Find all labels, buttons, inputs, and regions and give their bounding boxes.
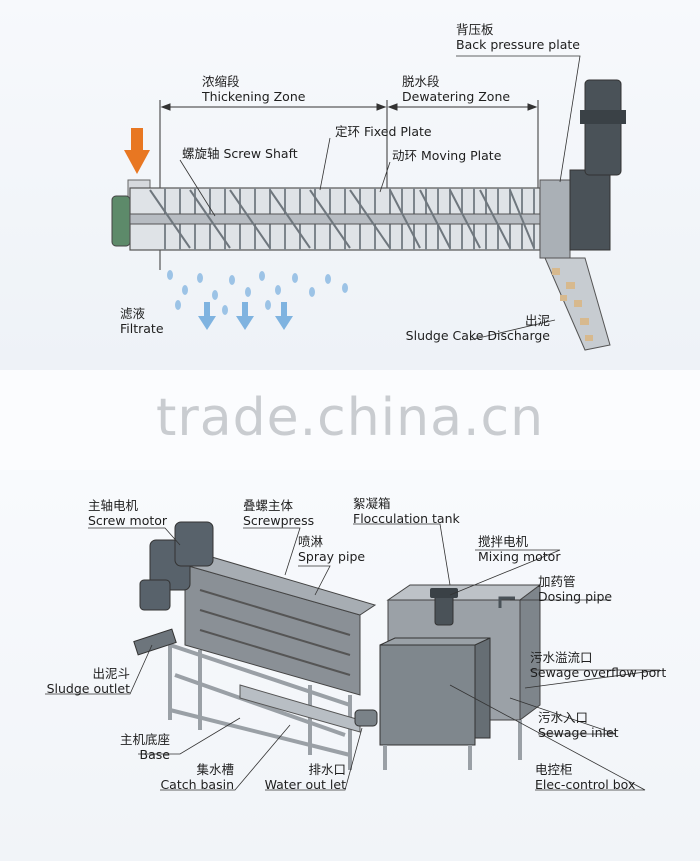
label-en: Sewage overflow port bbox=[530, 665, 666, 680]
label-screw-shaft: 螺旋轴 Screw Shaft bbox=[182, 146, 298, 161]
label-zh: 定环 bbox=[335, 124, 360, 139]
screw-shaft bbox=[130, 214, 540, 224]
filtrate-arrows bbox=[198, 302, 293, 330]
label-zh: 电控柜 bbox=[535, 762, 635, 777]
label-en: Spray pipe bbox=[298, 549, 365, 564]
label-en: Water out let bbox=[262, 777, 346, 792]
water-outlet bbox=[355, 710, 377, 726]
label-en: Back pressure plate bbox=[456, 37, 580, 52]
label-flocculation-tank: 絮凝箱 Flocculation tank bbox=[353, 496, 460, 526]
label-en: Catch basin bbox=[150, 777, 234, 792]
label-zh: 浓缩段 bbox=[202, 74, 305, 89]
label-zh: 出泥斗 bbox=[40, 666, 130, 681]
label-en: Sewage inlet bbox=[538, 725, 619, 740]
label-zh: 螺旋轴 bbox=[182, 146, 220, 161]
label-en: Sludge Cake Discharge bbox=[400, 328, 550, 343]
tank-top bbox=[388, 585, 540, 600]
label-mixing-motor: 搅拌电机 Mixing motor bbox=[478, 534, 560, 564]
watermark: trade.china.cn bbox=[0, 388, 700, 448]
label-en: Thickening Zone bbox=[202, 89, 305, 104]
filtrate-arrow-icon bbox=[236, 302, 254, 330]
label-en: Mixing motor bbox=[478, 549, 560, 564]
control-box-top bbox=[380, 638, 490, 645]
label-zh: 排水口 bbox=[262, 762, 346, 777]
motor-fins bbox=[580, 110, 626, 124]
label-filtrate: 滤液 Filtrate bbox=[120, 306, 164, 336]
label-sludge-outlet: 出泥斗 Sludge outlet bbox=[40, 666, 130, 696]
label-zh: 动环 bbox=[392, 148, 417, 163]
label-back-pressure-plate: 背压板 Back pressure plate bbox=[456, 22, 580, 52]
label-zh: 搅拌电机 bbox=[478, 534, 560, 549]
label-dosing-pipe: 加药管 Dosing pipe bbox=[538, 574, 612, 604]
label-zh: 加药管 bbox=[538, 574, 612, 589]
machine-overview-panel: 主轴电机 Screw motor 叠螺主体 Screwpress 絮凝箱 Flo… bbox=[0, 470, 700, 861]
label-zh: 集水槽 bbox=[150, 762, 234, 777]
filtrate-arrow-icon bbox=[198, 302, 216, 330]
label-zh: 出泥 bbox=[400, 313, 550, 328]
label-zh: 污水溢流口 bbox=[530, 650, 666, 665]
label-zh: 背压板 bbox=[456, 22, 580, 37]
label-zh: 主轴电机 bbox=[88, 498, 167, 513]
label-en: Dewatering Zone bbox=[402, 89, 510, 104]
label-sewage-overflow: 污水溢流口 Sewage overflow port bbox=[530, 650, 666, 680]
label-en: Base bbox=[100, 747, 170, 762]
label-en: Moving Plate bbox=[421, 148, 501, 163]
control-box-side bbox=[475, 638, 490, 738]
label-moving-plate: 动环 Moving Plate bbox=[392, 148, 501, 163]
label-en: Screw motor bbox=[88, 513, 167, 528]
label-zh: 喷淋 bbox=[298, 534, 365, 549]
label-zh: 滤液 bbox=[120, 306, 164, 321]
label-zh: 叠螺主体 bbox=[243, 498, 314, 513]
label-base: 主机底座 Base bbox=[100, 732, 170, 762]
label-thickening-zone: 浓缩段 Thickening Zone bbox=[202, 74, 305, 104]
filtrate-drops bbox=[167, 270, 348, 315]
label-en: Dosing pipe bbox=[538, 589, 612, 604]
control-box bbox=[380, 645, 475, 745]
screw-press-cutaway-panel: 背压板 Back pressure plate 浓缩段 Thickening Z… bbox=[0, 0, 700, 370]
catch-basin bbox=[240, 685, 360, 732]
label-en: Elec-control box bbox=[535, 777, 635, 792]
label-zh: 主机底座 bbox=[100, 732, 170, 747]
label-zh: 絮凝箱 bbox=[353, 496, 460, 511]
label-en: Screw Shaft bbox=[224, 146, 298, 161]
label-en: Flocculation tank bbox=[353, 511, 460, 526]
drive-motor bbox=[585, 80, 621, 175]
label-screwpress: 叠螺主体 Screwpress bbox=[243, 498, 314, 528]
label-en: Filtrate bbox=[120, 321, 164, 336]
label-spray-pipe: 喷淋 Spray pipe bbox=[298, 534, 365, 564]
filtrate-arrow-icon bbox=[275, 302, 293, 330]
label-en: Sludge outlet bbox=[40, 681, 130, 696]
label-dewatering-zone: 脱水段 Dewatering Zone bbox=[402, 74, 510, 104]
mixing-motor bbox=[435, 595, 453, 625]
label-water-out: 排水口 Water out let bbox=[262, 762, 346, 792]
gearbox bbox=[570, 170, 610, 250]
label-control-box: 电控柜 Elec-control box bbox=[535, 762, 635, 792]
label-zh: 污水入口 bbox=[538, 710, 619, 725]
mixing-motor-cap bbox=[430, 588, 458, 598]
back-pressure-plate bbox=[540, 180, 570, 258]
label-sludge-cake: 出泥 Sludge Cake Discharge bbox=[400, 313, 550, 343]
label-en: Screwpress bbox=[243, 513, 314, 528]
input-arrow-icon bbox=[124, 128, 150, 174]
label-catch-basin: 集水槽 Catch basin bbox=[150, 762, 234, 792]
left-end-cap bbox=[112, 196, 130, 246]
label-sewage-inlet: 污水入口 Sewage inlet bbox=[538, 710, 619, 740]
label-fixed-plate: 定环 Fixed Plate bbox=[335, 124, 432, 139]
label-en: Fixed Plate bbox=[364, 124, 432, 139]
label-screw-motor: 主轴电机 Screw motor bbox=[88, 498, 167, 528]
cutaway-drawing bbox=[0, 0, 700, 370]
label-zh: 脱水段 bbox=[402, 74, 510, 89]
